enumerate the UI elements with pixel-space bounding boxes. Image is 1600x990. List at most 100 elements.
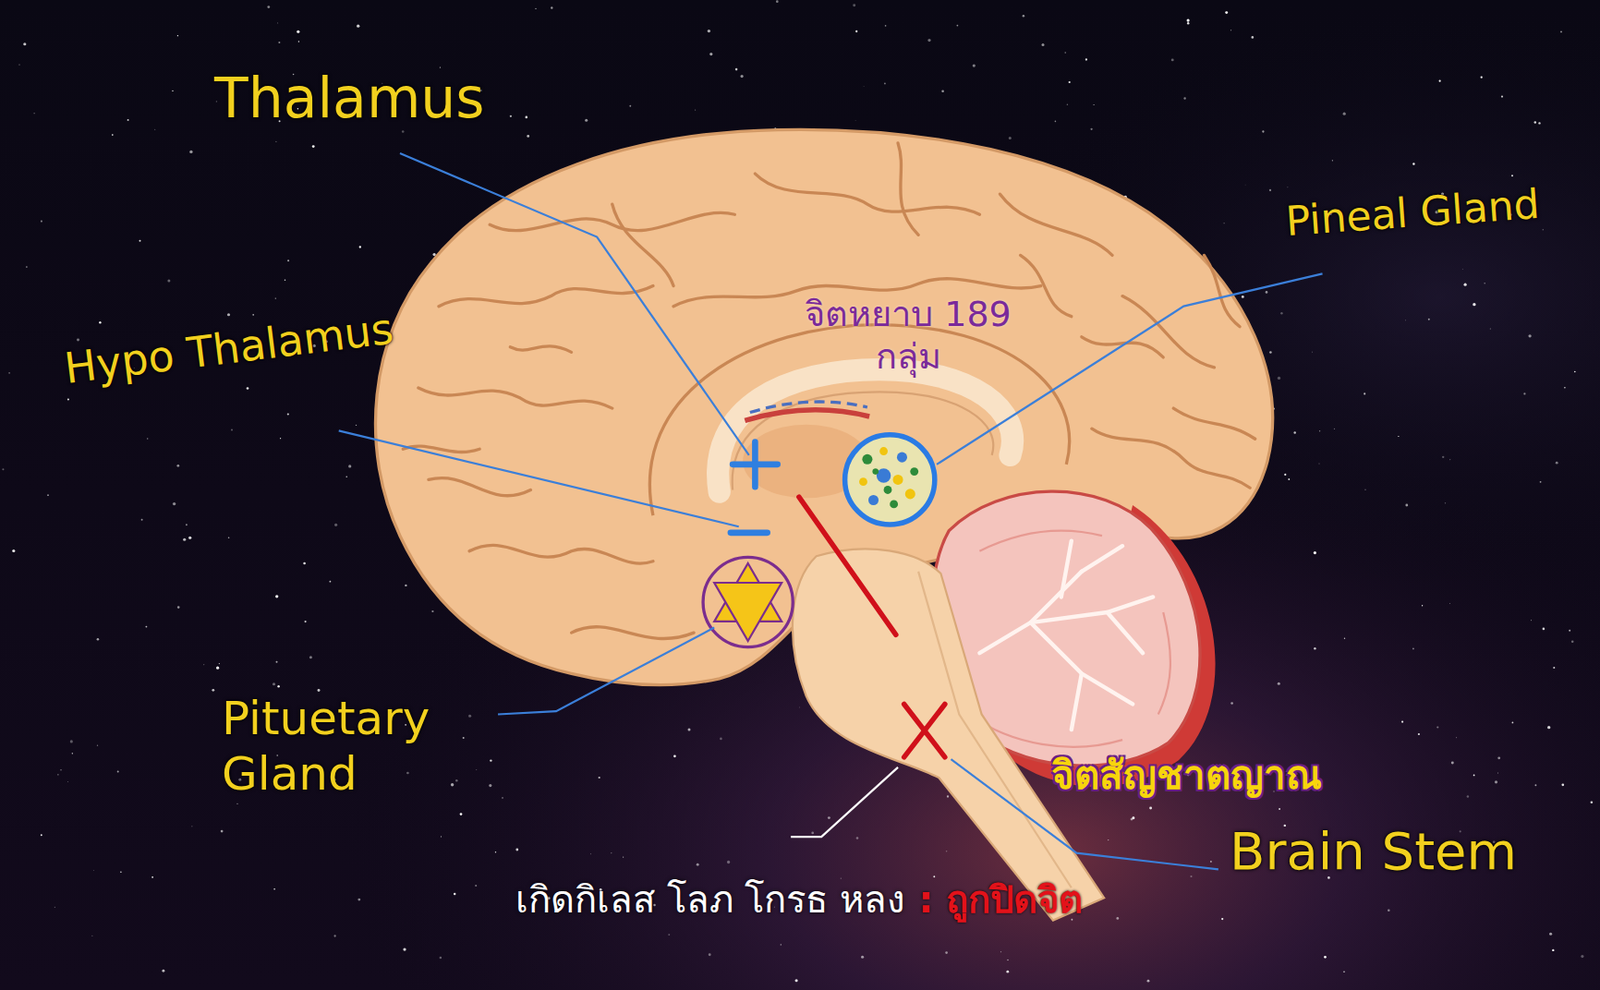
star [1527,334,1531,338]
star [1277,376,1281,380]
star [1131,816,1135,820]
star [117,770,120,773]
star [188,536,192,540]
star [1333,428,1335,430]
star [1401,721,1404,724]
star [1241,295,1245,299]
star [933,875,935,878]
star [709,52,713,56]
star [40,834,43,837]
star [1542,229,1544,231]
star [8,372,11,375]
star [584,119,588,122]
part-label: Brain Stem [1229,820,1517,883]
star [735,68,739,72]
star [1530,619,1533,622]
star [667,933,670,936]
star [1560,30,1563,33]
star [534,8,536,10]
star [1187,22,1189,25]
star [25,266,28,268]
star [1549,933,1552,936]
star [1286,186,1289,189]
star [1539,481,1542,484]
star [304,620,307,623]
star [329,581,332,583]
star [275,298,277,300]
star [827,816,831,820]
star-symbol [714,582,782,642]
star [1418,733,1420,736]
star [855,30,858,33]
star [141,519,144,522]
star [275,141,277,143]
star [404,584,407,587]
star [1563,387,1566,389]
star [884,82,886,85]
star [495,851,497,853]
star [854,119,857,122]
star [1269,351,1273,354]
star [1319,430,1321,432]
star [1085,58,1088,61]
star [317,689,321,692]
star [401,130,405,134]
star [227,313,231,316]
star [47,494,49,497]
star [1412,648,1415,651]
star [1449,459,1452,461]
star [171,90,173,92]
star [252,314,255,316]
star [1436,726,1439,728]
star [1090,128,1092,131]
star [1455,737,1458,740]
star [154,129,156,131]
star [509,115,512,118]
star [1006,970,1009,974]
star [1552,666,1555,669]
star [1590,800,1594,804]
star [346,476,348,478]
star [453,893,457,897]
star [1065,51,1067,53]
star [348,464,352,468]
star [1428,318,1431,321]
star [460,812,463,816]
star [1,468,4,471]
star [687,728,691,732]
star [127,119,130,122]
star [1580,955,1584,958]
star [489,759,492,762]
star [1489,327,1491,330]
star [54,907,56,909]
star [852,3,856,7]
star [740,74,744,78]
star [1293,431,1296,434]
star [1574,371,1576,374]
star [1278,808,1281,811]
star [1269,189,1272,192]
star [1494,780,1498,784]
star [1022,14,1025,17]
star [622,856,624,858]
star [275,594,279,598]
star [161,969,165,973]
star [515,848,519,852]
star [1210,860,1213,863]
star [708,953,712,957]
star [1008,136,1012,140]
star [98,321,101,324]
star [402,947,406,951]
star [610,852,613,855]
star [278,41,280,44]
star [1189,875,1192,878]
cerebellum-folia [969,531,1171,748]
star [70,739,73,743]
star [488,784,492,788]
star [1412,162,1415,165]
star [1561,783,1564,787]
star [1363,392,1366,395]
star [1555,461,1559,465]
star [462,737,465,740]
